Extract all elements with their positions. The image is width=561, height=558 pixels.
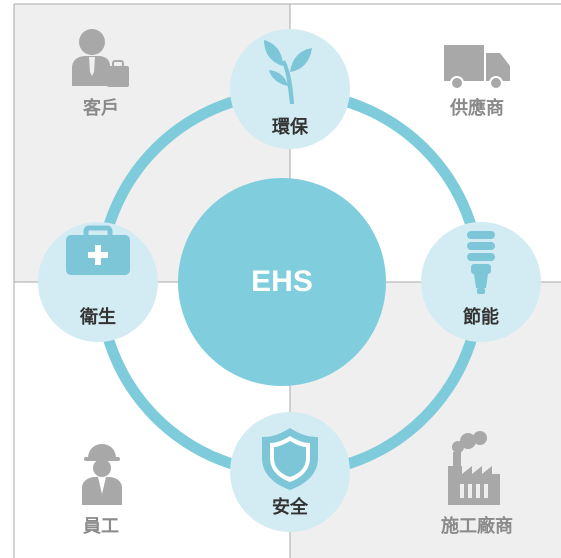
node-label-top: 環保 — [272, 117, 308, 138]
corner-label-top-left: 客戶 — [83, 98, 119, 119]
node-label-bottom: 安全 — [272, 497, 308, 518]
corner-label-top-right: 供應商 — [450, 98, 504, 119]
plant-sprout-icon — [264, 40, 312, 104]
node-label-right: 節能 — [463, 307, 499, 328]
node-label-left: 衛生 — [80, 307, 116, 328]
center-circle — [178, 178, 386, 386]
worker-helmet-icon — [82, 444, 122, 505]
energy-saving-bulb-icon — [467, 231, 495, 294]
corner-label-bottom-left: 員工 — [83, 516, 119, 537]
delivery-truck-icon — [444, 45, 510, 90]
factory-icon — [448, 431, 500, 505]
corner-label-bottom-right: 施工廠商 — [441, 516, 513, 537]
first-aid-kit-icon — [66, 225, 130, 275]
shield-icon — [262, 428, 318, 490]
center-label: EHS — [251, 265, 313, 298]
businessman-icon — [72, 29, 129, 87]
